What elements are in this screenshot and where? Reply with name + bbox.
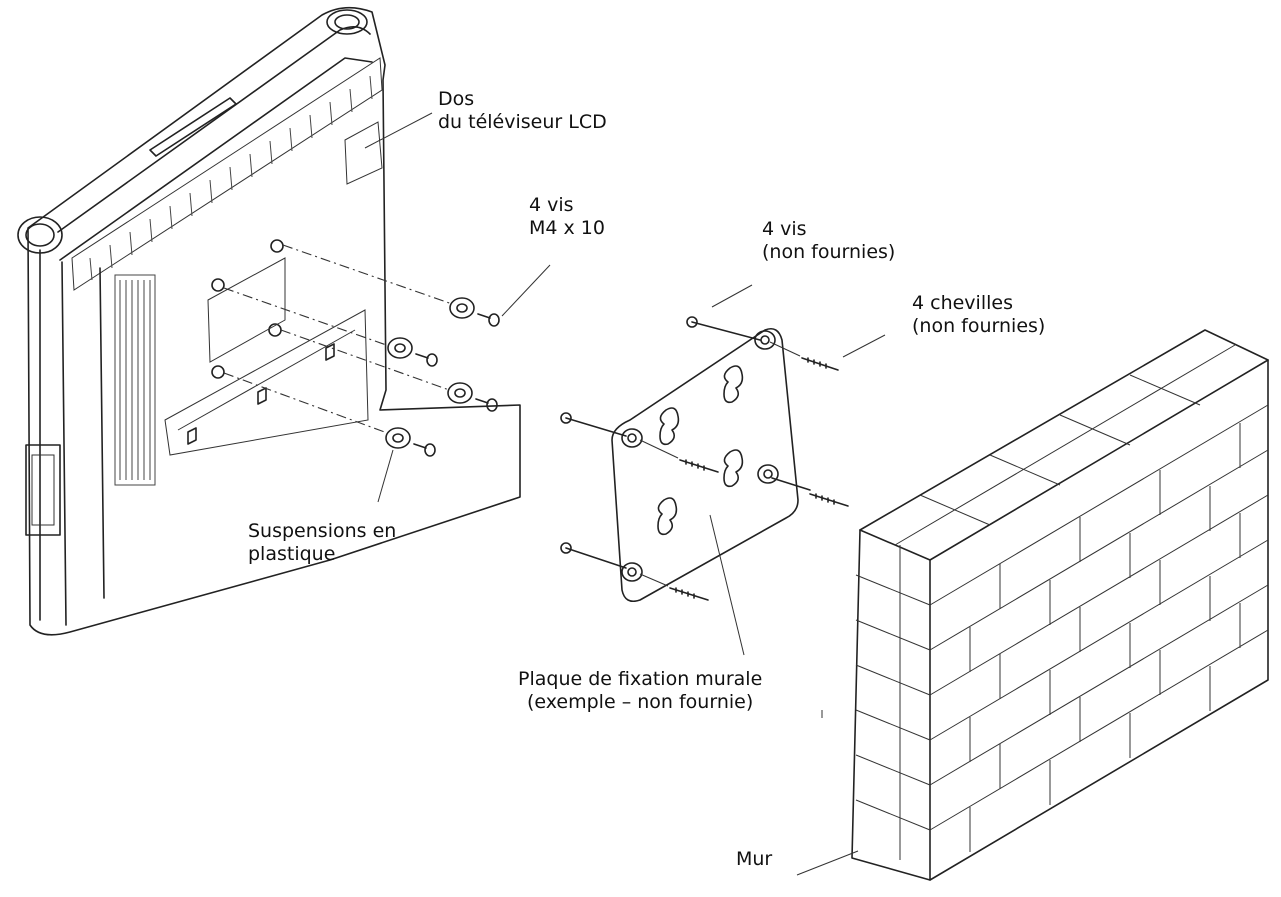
label-tv-back: Dos du téléviseur LCD xyxy=(438,88,607,133)
label-plastic-hangers: Suspensions en plastique xyxy=(248,520,397,565)
hanger-and-screw-set xyxy=(385,297,500,457)
label-wall: Mur xyxy=(736,848,773,870)
wall-plate-illustration xyxy=(611,327,799,603)
leader-lines xyxy=(364,112,886,876)
label-anchors: 4 chevilles (non fournies) xyxy=(912,292,1046,337)
label-screws-m4: 4 vis M4 x 10 xyxy=(529,194,605,239)
assembly-lines-tv xyxy=(223,244,456,435)
brick-wall-illustration xyxy=(851,329,1269,881)
label-wall-plate: Plaque de fixation murale (exemple – non… xyxy=(518,668,763,713)
wall-screws-and-anchors xyxy=(560,316,849,601)
label-screws-not-supplied: 4 vis (non fournies) xyxy=(762,218,896,263)
tv-back-illustration xyxy=(17,6,521,636)
